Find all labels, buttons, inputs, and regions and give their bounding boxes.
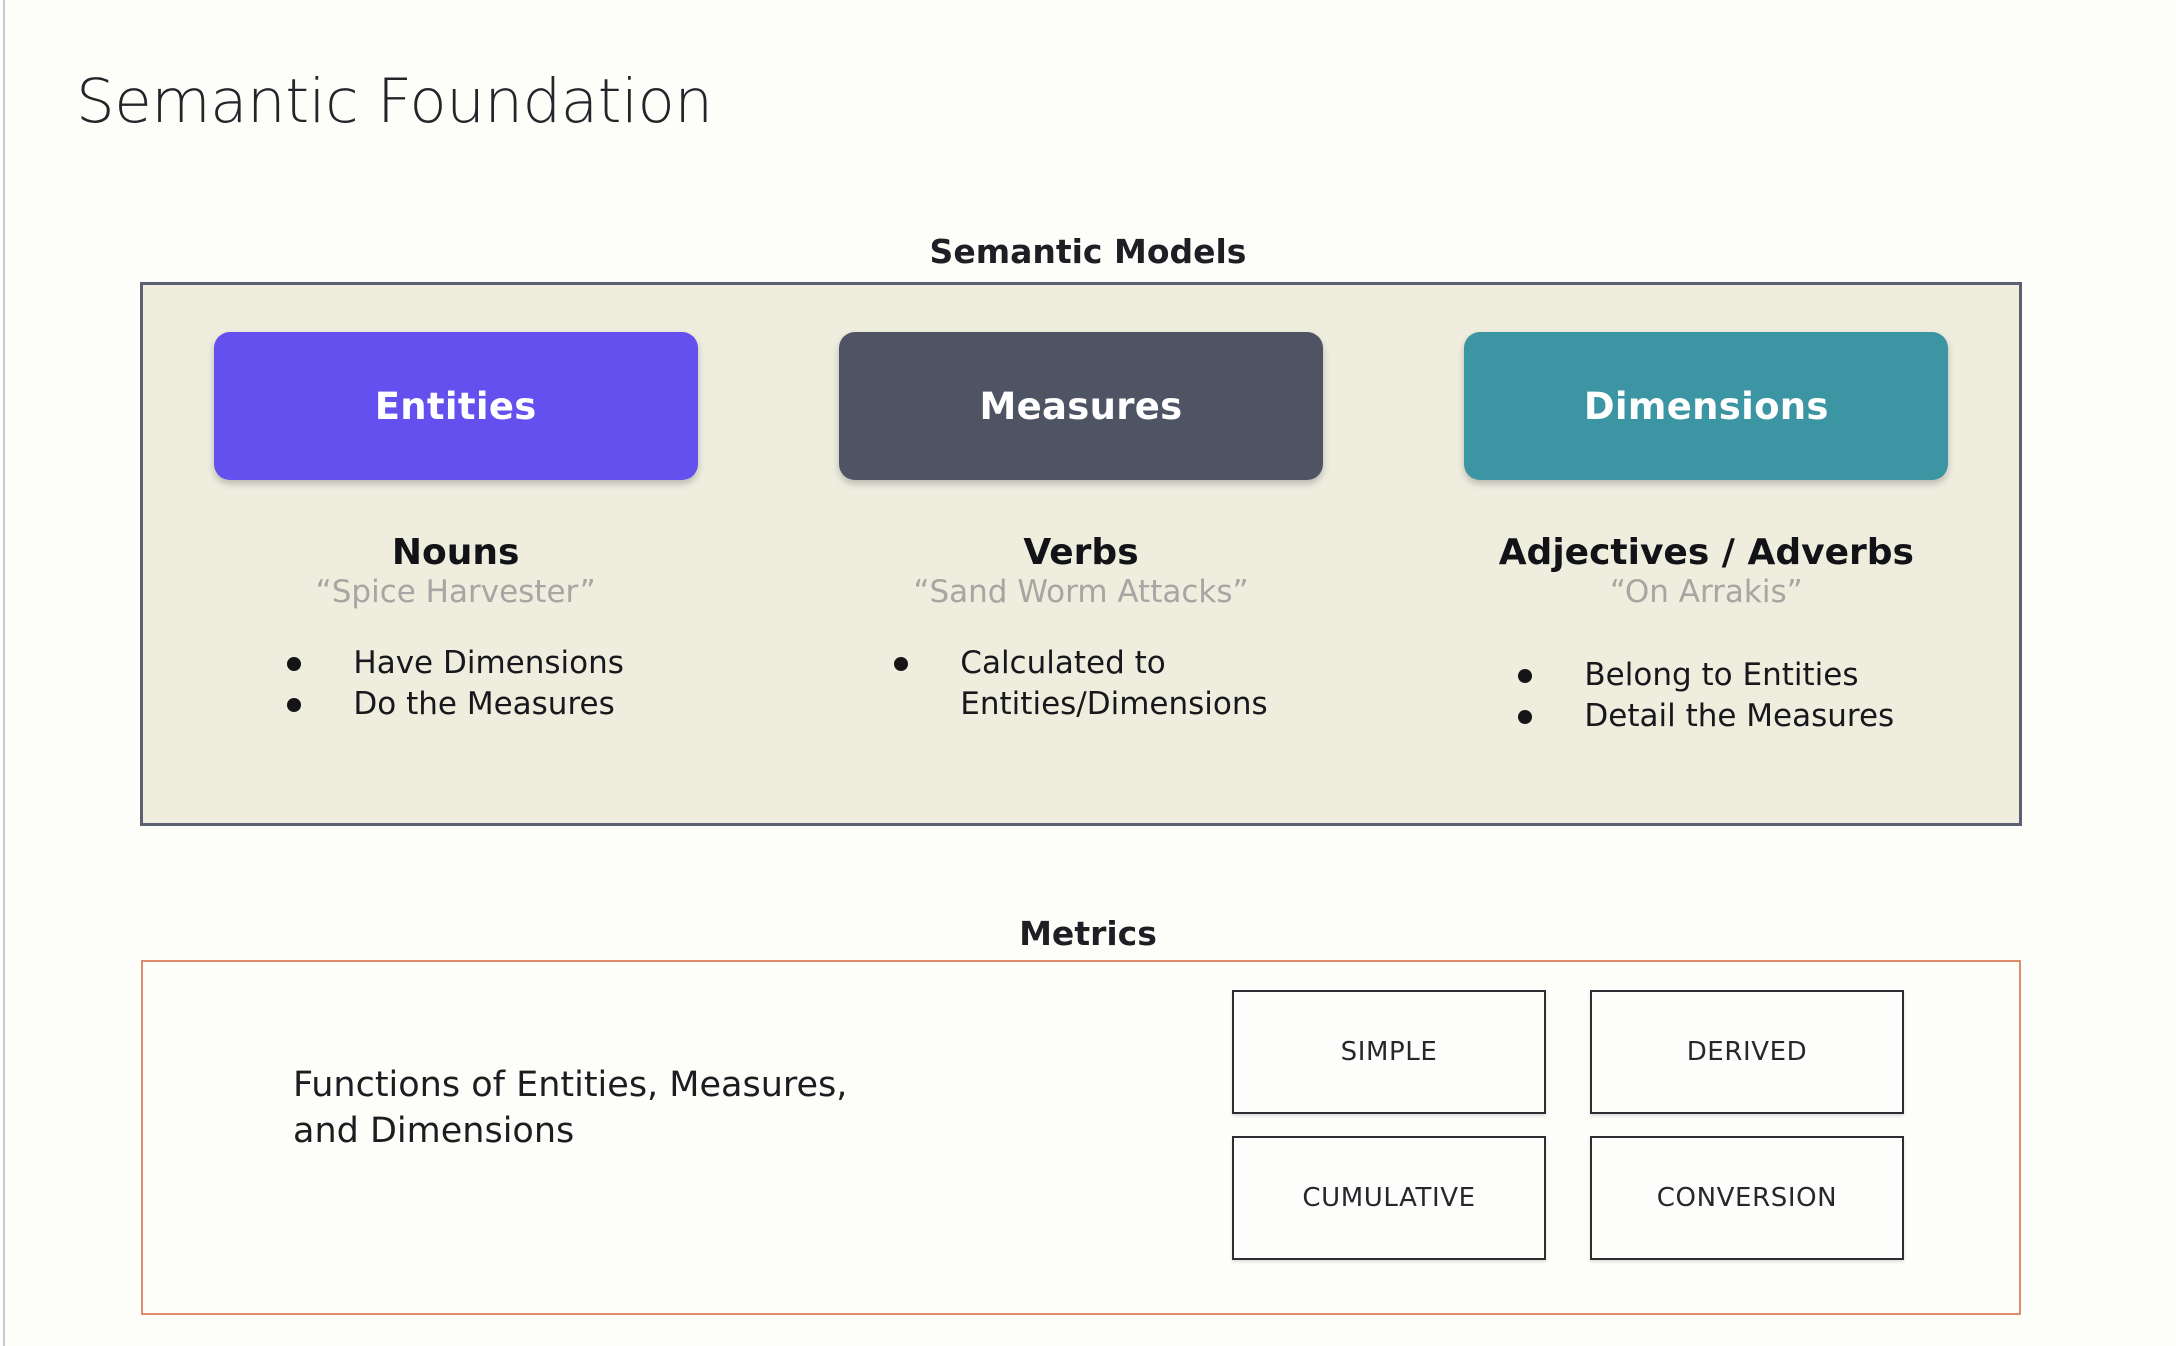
metrics-heading: Metrics — [1019, 914, 1157, 953]
dimensions-example-text: “On Arrakis” — [1609, 574, 1803, 611]
bullet-dot-icon — [287, 698, 302, 713]
semantic-models-panel: Entities Nouns “Spice Harvester” Have Di… — [140, 282, 2022, 826]
list-item: Calculated to Entities/Dimensions — [894, 643, 1268, 725]
metric-type-cumulative[interactable]: CUMULATIVE — [1232, 1136, 1546, 1260]
metric-type-label: DERIVED — [1686, 1037, 1808, 1067]
measures-card-label: Measures — [979, 384, 1183, 428]
entities-card-label: Entities — [374, 384, 537, 428]
entities-bullet-text: Do the Measures — [353, 686, 615, 723]
page-left-edge-rule — [3, 0, 5, 1346]
metric-type-conversion[interactable]: CONVERSION — [1590, 1136, 1904, 1260]
semantic-models-heading: Semantic Models — [929, 232, 1247, 271]
bullet-dot-icon — [1518, 710, 1533, 725]
metric-type-simple[interactable]: SIMPLE — [1232, 990, 1546, 1114]
page-title: Semantic Foundation — [76, 66, 713, 137]
list-item: Belong to Entities — [1518, 655, 1894, 696]
metrics-description: Functions of Entities, Measures, and Dim… — [293, 1065, 848, 1152]
metric-type-grid: SIMPLE DERIVED CUMULATIVE CONVERSION — [1232, 990, 1904, 1260]
metrics-panel: Functions of Entities, Measures, and Dim… — [141, 960, 2021, 1315]
bullet-dot-icon — [894, 657, 909, 672]
metric-type-derived[interactable]: DERIVED — [1590, 990, 1904, 1114]
bullet-dot-icon — [1518, 669, 1533, 684]
semantic-model-column-entities: Entities Nouns “Spice Harvester” Have Di… — [143, 285, 768, 823]
metric-type-label: SIMPLE — [1340, 1037, 1438, 1067]
metric-type-label: CUMULATIVE — [1302, 1183, 1476, 1213]
measures-bullet-text: Calculated to Entities/Dimensions — [960, 645, 1268, 723]
measures-example-text: “Sand Worm Attacks” — [913, 574, 1249, 611]
semantic-models-columns: Entities Nouns “Spice Harvester” Have Di… — [143, 285, 2019, 823]
semantic-model-column-dimensions: Dimensions Adjectives / Adverbs “On Arra… — [1394, 285, 2019, 823]
measures-card[interactable]: Measures — [838, 332, 1323, 480]
entities-bullet-text: Have Dimensions — [353, 645, 624, 682]
list-item: Have Dimensions — [287, 643, 624, 684]
entities-bullet-list: Have Dimensions Do the Measures — [287, 643, 624, 725]
dimensions-bullet-list: Belong to Entities Detail the Measures — [1518, 655, 1894, 737]
measures-bullet-list: Calculated to Entities/Dimensions — [894, 643, 1268, 725]
entities-card[interactable]: Entities — [213, 332, 698, 480]
metric-type-label: CONVERSION — [1656, 1183, 1838, 1213]
dimensions-card[interactable]: Dimensions — [1464, 332, 1949, 480]
dimensions-bullet-text: Belong to Entities — [1584, 657, 1859, 694]
list-item: Do the Measures — [287, 684, 624, 725]
dimensions-part-of-speech-title: Adjectives / Adverbs — [1498, 532, 1914, 573]
entities-example-text: “Spice Harvester” — [315, 574, 596, 611]
semantic-model-column-measures: Measures Verbs “Sand Worm Attacks” Calcu… — [768, 285, 1393, 823]
dimensions-card-label: Dimensions — [1583, 384, 1829, 428]
entities-part-of-speech-title: Nouns — [391, 532, 520, 573]
list-item: Detail the Measures — [1518, 696, 1894, 737]
measures-part-of-speech-title: Verbs — [1023, 532, 1139, 573]
bullet-dot-icon — [287, 657, 302, 672]
dimensions-bullet-text: Detail the Measures — [1584, 698, 1895, 735]
